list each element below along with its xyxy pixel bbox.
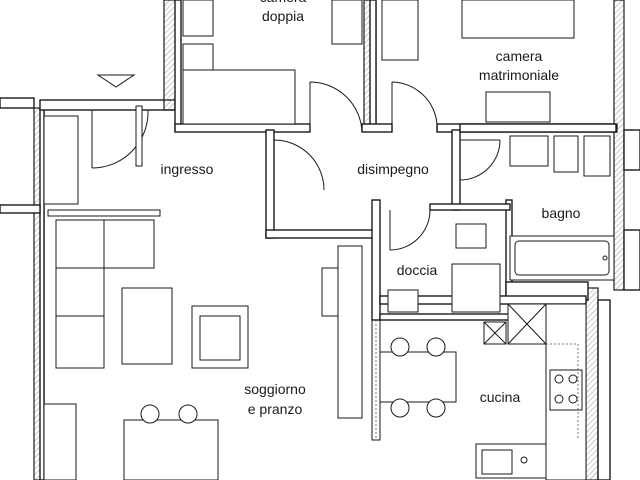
furniture <box>43 0 615 480</box>
label-camera-matrimoniale-1: camera <box>496 48 543 64</box>
room-labels: camera doppia camera matrimoniale ingres… <box>161 0 581 417</box>
wardrobe-matrimoniale <box>381 0 419 61</box>
label-disimpegno: disimpegno <box>357 161 429 177</box>
tv-cabinet <box>43 403 77 480</box>
wall-bagno-top <box>459 123 617 133</box>
shower-tray <box>451 263 501 313</box>
wall-bedroom-bottom-left <box>174 123 311 133</box>
entry-wall-top <box>39 99 176 111</box>
window-right-2 <box>623 229 640 291</box>
dresser-matrimoniale <box>485 91 551 123</box>
dining-table <box>123 419 219 480</box>
wall-disimpegno-right <box>451 129 461 211</box>
label-camera-doppia-2: doppia <box>262 8 304 24</box>
window-right-3 <box>597 299 611 480</box>
kitchen-hob <box>549 369 583 411</box>
label-ingresso: ingresso <box>161 161 214 177</box>
kitchen-table <box>379 351 457 403</box>
label-camera-doppia-1: camera <box>260 0 307 5</box>
wall-disimpegno-bottom <box>265 229 377 239</box>
door-bagno <box>459 139 501 181</box>
door-disimpegno <box>273 139 325 191</box>
desk-camera-doppia <box>331 0 363 45</box>
label-doccia: doccia <box>397 262 438 278</box>
wall-disimpegno-left <box>265 129 275 239</box>
label-e-pranzo: e pranzo <box>248 401 303 417</box>
exterior-wall-right-top <box>613 0 625 291</box>
wall-bedrooms-divider <box>369 0 377 131</box>
door-doccia <box>389 209 431 251</box>
label-camera-matrimoniale-2: matrimoniale <box>479 67 559 83</box>
label-soggiorno: soggiorno <box>244 381 306 397</box>
wall-bedroom-bottom-mid <box>361 123 393 133</box>
wall-doccia-top <box>429 203 511 211</box>
doccia-wc <box>455 223 487 249</box>
exterior-wall-right-bottom <box>585 287 599 480</box>
window-left-top <box>0 97 35 109</box>
bed-double <box>461 0 575 39</box>
exterior-wall-left-inner <box>39 107 45 480</box>
door-ingresso <box>91 109 149 169</box>
label-bagno: bagno <box>542 205 581 221</box>
entry-cabinet <box>43 115 79 205</box>
shelf-living <box>337 245 363 419</box>
bed-single-1 <box>182 0 214 37</box>
wall-doccia-left <box>371 199 381 321</box>
wall-doccia-bottom <box>379 313 511 321</box>
wall-camera-doppia-left <box>174 0 182 131</box>
bagno-bidet <box>553 135 579 173</box>
bed-single-2 <box>182 69 296 125</box>
bagno-sink <box>509 135 549 167</box>
doccia-sink <box>387 289 419 313</box>
bagno-wc <box>583 135 611 177</box>
window-right-1 <box>623 129 640 171</box>
window-left-mid <box>0 204 41 214</box>
entry-arrow <box>96 74 136 88</box>
door-camera-doppia <box>309 81 363 133</box>
label-cucina: cucina <box>480 389 521 405</box>
door-camera-matrimoniale <box>391 81 438 133</box>
coffee-table <box>121 287 173 365</box>
doors <box>91 74 501 251</box>
